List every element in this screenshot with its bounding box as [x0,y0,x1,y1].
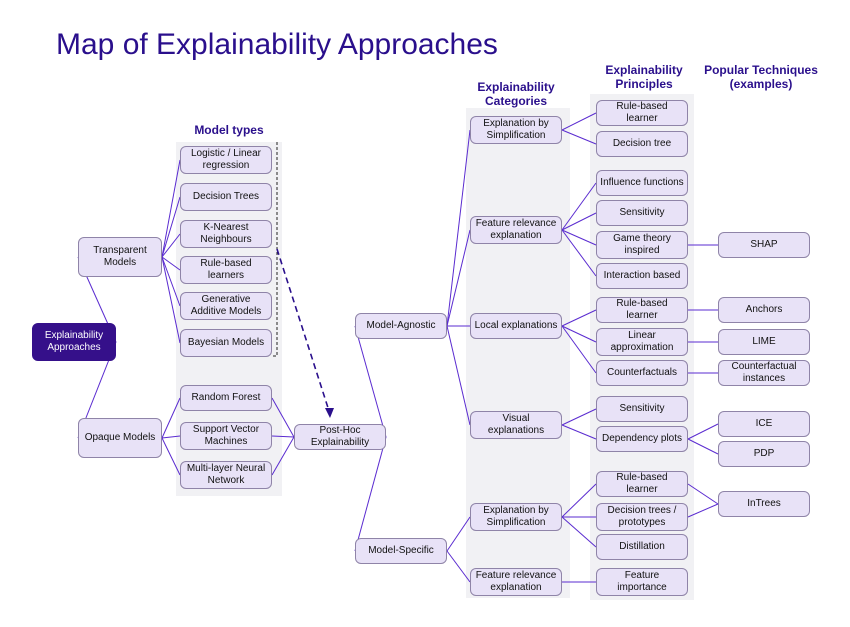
link-cat_feature_relevance-p_sensitivity [561,212,597,231]
node-p-trees-prototypes: Decision trees / prototypes [596,503,688,531]
node-cat-local: Local explanations [470,313,562,339]
node-p-game-theory: Game theory inspired [596,231,688,259]
node-p-dependency: Dependency plots [596,426,688,452]
link-model_agnostic-cat_feature_relevance [446,229,471,327]
node-cat-simplification: Explanation by Simplification [470,116,562,144]
node-posthoc: Post-Hoc Explainability [294,424,386,450]
node-transparent: Transparent Models [78,237,162,277]
link-p_rule_learner3-t_intrees [687,483,719,505]
link-model_agnostic-cat_simplification [446,129,471,327]
page-title: Map of Explainability Approaches [56,28,498,61]
link-opaque-random_forest [161,397,181,439]
header-principles: Explainability Principles [605,63,683,91]
link-opaque-svm [161,435,181,439]
link-p_trees_prototypes-t_intrees [687,503,719,518]
link-posthoc-model_agnostic [354,325,387,438]
node-random-forest: Random Forest [180,385,272,411]
link-cat_feature_relevance-p_interaction [561,229,597,277]
link-transparent-gam [161,256,181,307]
node-p-linear: Linear approximation [596,328,688,356]
node-t-shap: SHAP [718,232,810,258]
transparent-group-bracket [271,142,278,357]
link-transparent-logistic [161,159,181,258]
node-t-ice: ICE [718,411,810,437]
node-rule-learners: Rule-based learners [180,256,272,284]
node-t-counterfactual: Counterfactual instances [718,360,810,386]
node-root: Explainability Approaches [32,323,116,361]
link-cat_simplification-p_rule_learner [561,112,597,131]
node-t-lime: LIME [718,329,810,355]
node-p-rule-learner-3: Rule-based learner [596,471,688,497]
node-model-agnostic: Model-Agnostic [355,313,447,339]
node-p-distillation: Distillation [596,534,688,560]
link-transparent-bayesian [161,256,181,344]
node-p-influence: Influence functions [596,170,688,196]
header-categories: Explainability Categories [477,80,555,108]
node-model-specific: Model-Specific [355,538,447,564]
node-p-feature-importance: Feature importance [596,568,688,596]
node-p-rule-learner: Rule-based learner [596,100,688,126]
node-cat-visual: Visual explanations [470,411,562,439]
dashed-arrow-to-posthoc [276,248,331,415]
node-t-anchors: Anchors [718,297,810,323]
arrow-head [325,408,334,418]
node-cat-feature-relevance-2: Feature relevance explanation [470,568,562,596]
node-t-pdp: PDP [718,441,810,467]
node-decision-trees: Decision Trees [180,183,272,211]
link-cat_local-p_counterfactuals [561,325,597,374]
link-random_forest-posthoc [271,397,295,438]
link-cat_feature_relevance-p_game_theory [561,229,597,246]
node-opaque: Opaque Models [78,418,162,458]
link-opaque-mlp [161,437,181,476]
node-logistic: Logistic / Linear regression [180,146,272,174]
link-svm-posthoc [271,435,295,438]
node-p-decision-tree: Decision tree [596,131,688,157]
node-t-intrees: InTrees [718,491,810,517]
link-cat_local-p_rule_learner2 [561,309,597,327]
link-cat_simplification2-p_rule_learner3 [561,483,597,518]
link-posthoc-model_specific [354,436,387,552]
link-mlp-posthoc [271,436,295,476]
node-p-sensitivity-2: Sensitivity [596,396,688,422]
link-cat_visual-p_sensitivity2 [561,408,597,426]
link-cat_local-p_linear [561,325,597,343]
node-p-interaction: Interaction based [596,263,688,289]
header-model-types: Model types [194,123,264,137]
link-model_specific-cat_simplification2 [446,516,471,552]
link-transparent-decision_trees [161,196,181,258]
node-gam: Generative Additive Models [180,292,272,320]
node-cat-feature-relevance: Feature relevance explanation [470,216,562,244]
link-cat_simplification2-p_distillation [561,516,597,548]
node-knn: K-Nearest Neighbours [180,220,272,248]
node-p-sensitivity: Sensitivity [596,200,688,226]
node-p-counterfactuals: Counterfactuals [596,360,688,386]
link-p_dependency-t_ice [687,423,719,440]
link-model_agnostic-cat_visual [446,325,471,426]
node-svm: Support Vector Machines [180,422,272,450]
node-mlp: Multi-layer Neural Network [180,461,272,489]
link-cat_visual-p_dependency [561,424,597,440]
link-transparent-rule_learners [161,256,181,271]
node-cat-simplification-2: Explanation by Simplification [470,503,562,531]
link-p_dependency-t_pdp [687,438,719,455]
link-cat_feature_relevance-p_influence [561,182,597,231]
header-techniques: Popular Techniques (examples) [704,63,818,91]
link-model_specific-cat_feature_relevance2 [446,550,471,583]
node-bayesian: Bayesian Models [180,329,272,357]
link-cat_simplification-p_decision_tree [561,129,597,145]
node-p-rule-learner-2: Rule-based learner [596,297,688,323]
link-transparent-knn [161,233,181,258]
